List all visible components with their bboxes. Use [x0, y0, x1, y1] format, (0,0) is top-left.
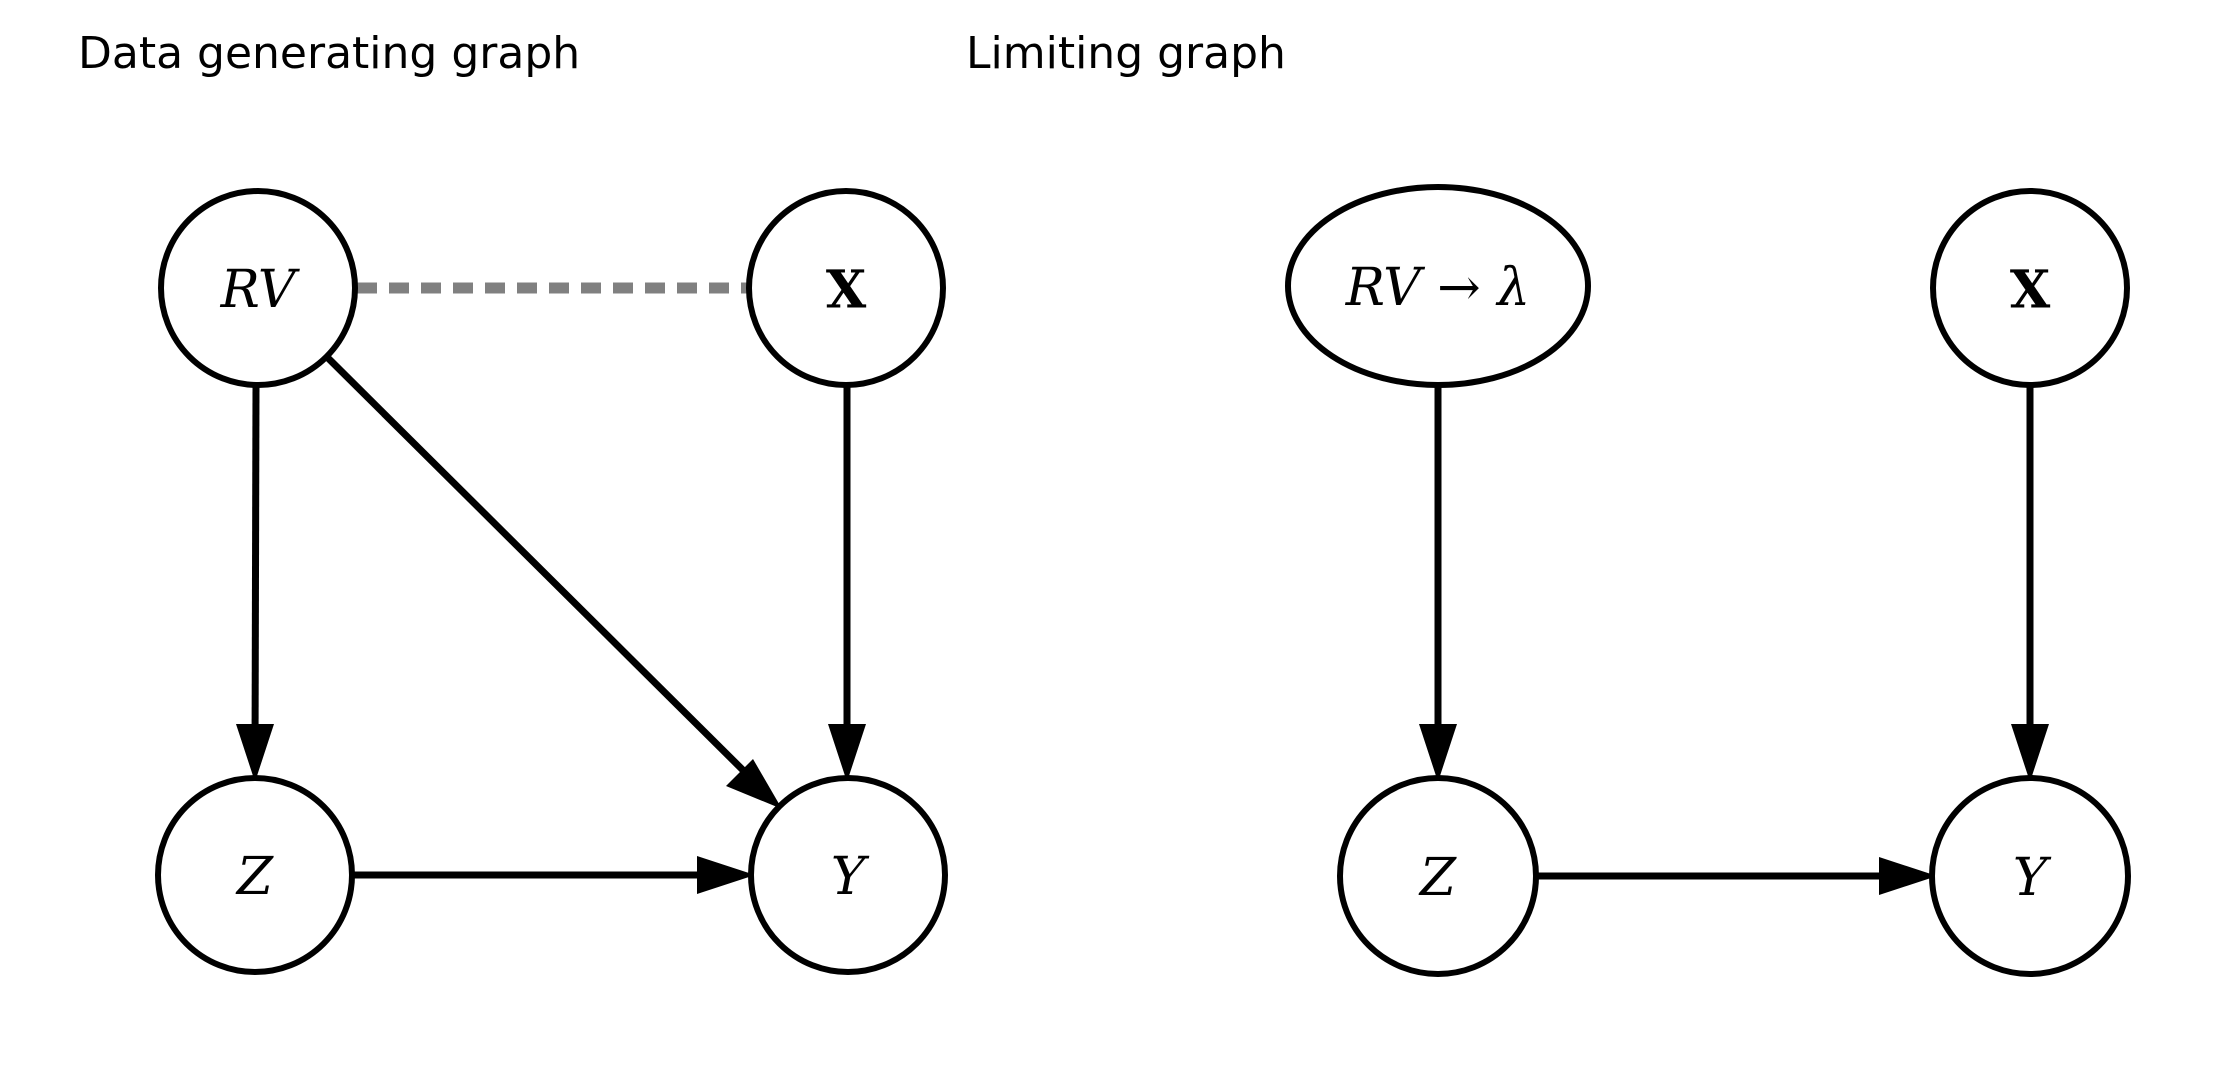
node-z[interactable]: Z: [155, 775, 355, 975]
edge-rv-z-line: [251, 385, 260, 761]
node-z-label: Z: [235, 847, 274, 907]
panel-title-data-generating-graph: Data generating graph: [78, 28, 580, 79]
node-rv[interactable]: RV: [158, 188, 358, 388]
edge-rv-y-line: [325, 355, 768, 795]
edge-group-right: [1419, 386, 2049, 895]
edge-rv-z-arrowhead: [236, 724, 274, 782]
edge-x2-y2-arrowhead: [2011, 724, 2049, 782]
node-x2-circle[interactable]: [1930, 188, 2130, 388]
node-x2-label: X: [2010, 260, 2051, 321]
node-z2-circle[interactable]: [1337, 775, 1539, 977]
node-x[interactable]: X: [746, 188, 946, 388]
edge-x-y-arrowhead: [828, 724, 866, 782]
panel-title-limiting-graph: Limiting graph: [966, 28, 1286, 79]
node-z-circle[interactable]: [155, 775, 355, 975]
edge-z2-y2-arrowhead: [1879, 857, 1937, 895]
edge-z-y-arrowhead: [697, 856, 755, 894]
node-z2[interactable]: Z: [1337, 775, 1539, 977]
node-rv-lambda-ellipse[interactable]: [1285, 184, 1591, 388]
node-x-circle[interactable]: [746, 188, 946, 388]
edge-rv-y-arrowhead: [726, 759, 782, 809]
node-x-label: X: [826, 260, 867, 321]
node-y2-label: Y: [2013, 848, 2052, 908]
node-rv-lambda-label: RV → λ: [1345, 258, 1530, 318]
node-z2-label: Z: [1418, 848, 1457, 908]
panel-limiting-graph: Limiting graph RV → λ X Z: [966, 28, 2131, 977]
node-y2[interactable]: Y: [1929, 775, 2131, 977]
node-rv-circle[interactable]: [158, 188, 358, 388]
edge-rvlambda-z-arrowhead: [1419, 724, 1457, 782]
node-rv-lambda[interactable]: RV → λ: [1285, 184, 1591, 388]
node-rv-label: RV: [220, 260, 300, 320]
edge-group-left: [236, 282, 866, 894]
panel-data-generating-graph: Data generating graph RV X: [78, 28, 948, 975]
node-y-label: Y: [831, 847, 870, 907]
node-y2-circle[interactable]: [1929, 775, 2131, 977]
node-y-circle[interactable]: [748, 775, 948, 975]
node-x2[interactable]: X: [1930, 188, 2130, 388]
node-y[interactable]: Y: [748, 775, 948, 975]
